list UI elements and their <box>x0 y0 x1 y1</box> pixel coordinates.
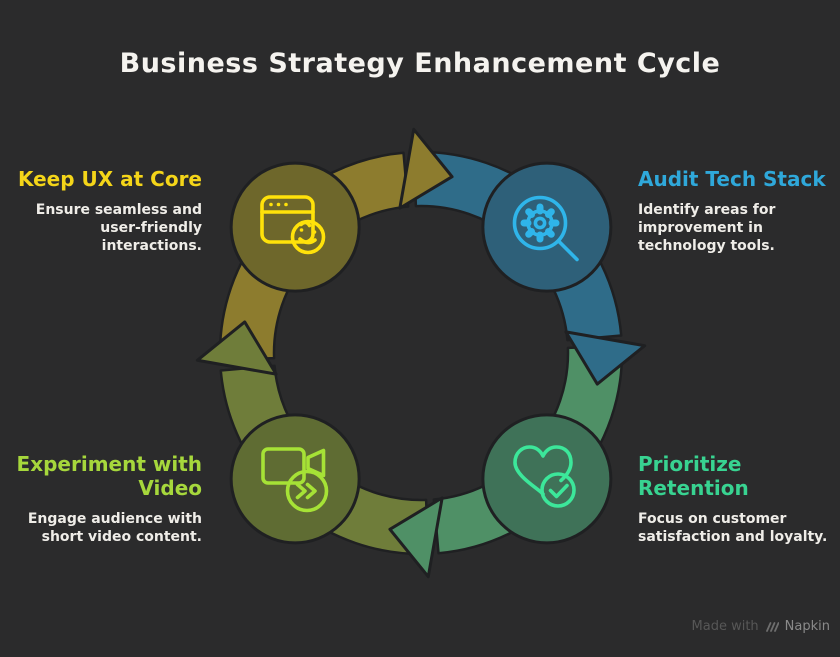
node-block-experiment-with-video: Experiment with Video Engage audience wi… <box>14 452 202 546</box>
audit-tech-stack-arrowhead <box>564 330 647 386</box>
node-title: Audit Tech Stack <box>638 167 826 191</box>
cycle-node-circles <box>229 161 613 545</box>
watermark-made-with: Made with <box>691 619 759 634</box>
node-description: Ensure seamless and user-friendly intera… <box>35 202 202 254</box>
node-block-keep-ux-at-core: Keep UX at Core Ensure seamless and user… <box>14 167 202 255</box>
node-title: Prioritize Retention <box>638 452 749 500</box>
cycle-bands <box>218 150 624 556</box>
page-title: Business Strategy Enhancement Cycle <box>119 48 721 79</box>
experiment-with-video-arrowhead <box>195 320 278 376</box>
browser-smile-icon <box>260 195 326 255</box>
video-forward-icon <box>261 447 329 513</box>
keep-ux-at-core-arrowhead <box>398 127 454 210</box>
node-block-prioritize-retention: Prioritize Retention Focus on customer s… <box>638 452 834 546</box>
experiment-with-video-circle <box>229 413 361 545</box>
watermark-brand: Napkin <box>784 619 830 634</box>
heart-check-icon <box>513 445 576 508</box>
gear-magnifier-icon <box>512 195 579 262</box>
node-title: Experiment with Video <box>16 452 202 500</box>
cycle-arrowheads <box>195 127 647 579</box>
node-block-audit-tech-stack: Audit Tech Stack Identify areas for impr… <box>638 167 828 255</box>
node-description: Identify areas for improvement in techno… <box>638 202 776 254</box>
watermark: Made with Napkin <box>692 619 830 634</box>
napkin-logo-icon <box>765 621 779 632</box>
node-description: Focus on customer satisfaction and loyal… <box>638 511 828 545</box>
audit-tech-stack-circle <box>481 161 613 293</box>
prioritize-retention-arrowhead <box>388 496 444 579</box>
node-title: Keep UX at Core <box>17 167 202 191</box>
node-description: Engage audience with short video content… <box>27 511 202 545</box>
